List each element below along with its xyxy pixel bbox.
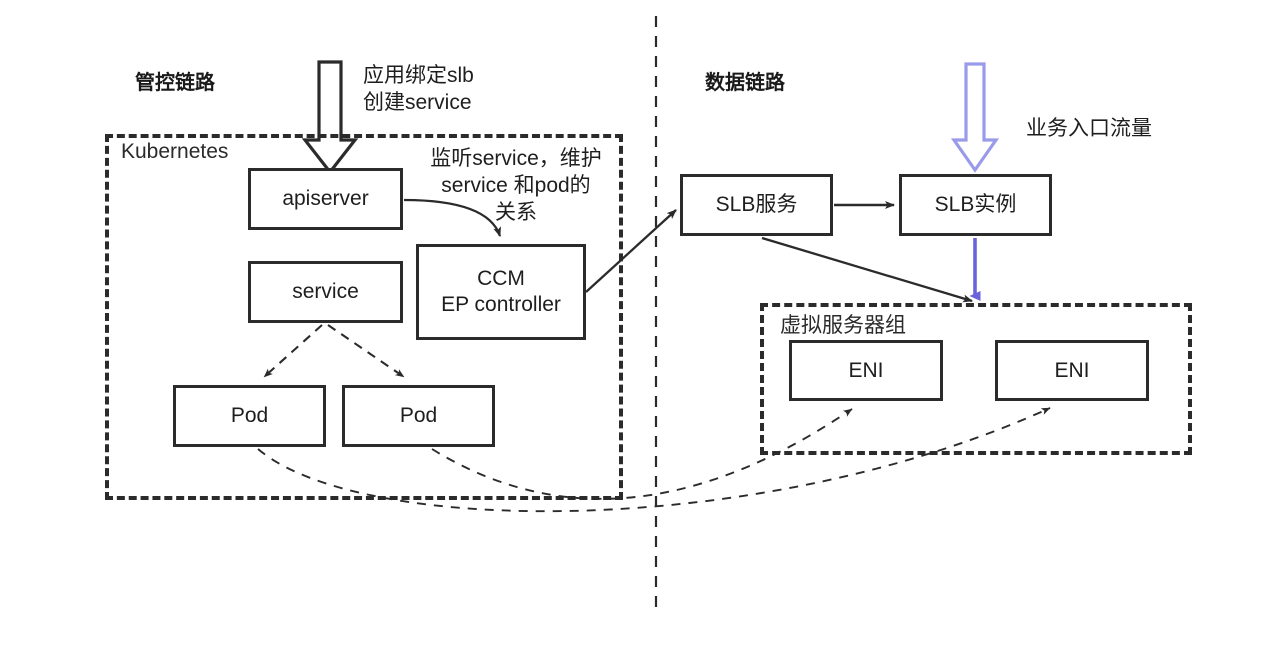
node-eni-left[interactable]: ENI <box>789 340 943 401</box>
annotation-business-ingress-traffic: 业务入口流量 <box>1026 117 1152 140</box>
node-service[interactable]: service <box>248 261 403 323</box>
data-plane-title: 数据链路 <box>705 72 785 94</box>
annotation-watch-service-maintain: 监听service，维护 service 和pod的 关系 <box>430 147 602 224</box>
kubernetes-group-label: Kubernetes <box>118 140 232 164</box>
kubernetes-group-box <box>105 134 623 500</box>
virtual-server-group-label: 虚拟服务器组 <box>777 309 909 339</box>
node-slb-service[interactable]: SLB服务 <box>680 174 833 236</box>
node-apiserver[interactable]: apiserver <box>248 168 403 230</box>
node-slb-instance[interactable]: SLB实例 <box>899 174 1052 236</box>
slb-service-to-vsg-arrow <box>761 236 973 303</box>
virtual-server-group-box <box>760 303 1192 455</box>
node-eni-right[interactable]: ENI <box>995 340 1149 401</box>
annotation-bind-slb-create-service: 应用绑定slb 创建service <box>363 64 474 114</box>
node-ccm-ep-controller[interactable]: CCM EP controller <box>416 244 586 340</box>
node-pod-right[interactable]: Pod <box>342 385 495 447</box>
node-pod-left[interactable]: Pod <box>173 385 326 447</box>
control-plane-title: 管控链路 <box>135 72 215 94</box>
ingress-traffic-hollow-arrow <box>950 62 1000 173</box>
